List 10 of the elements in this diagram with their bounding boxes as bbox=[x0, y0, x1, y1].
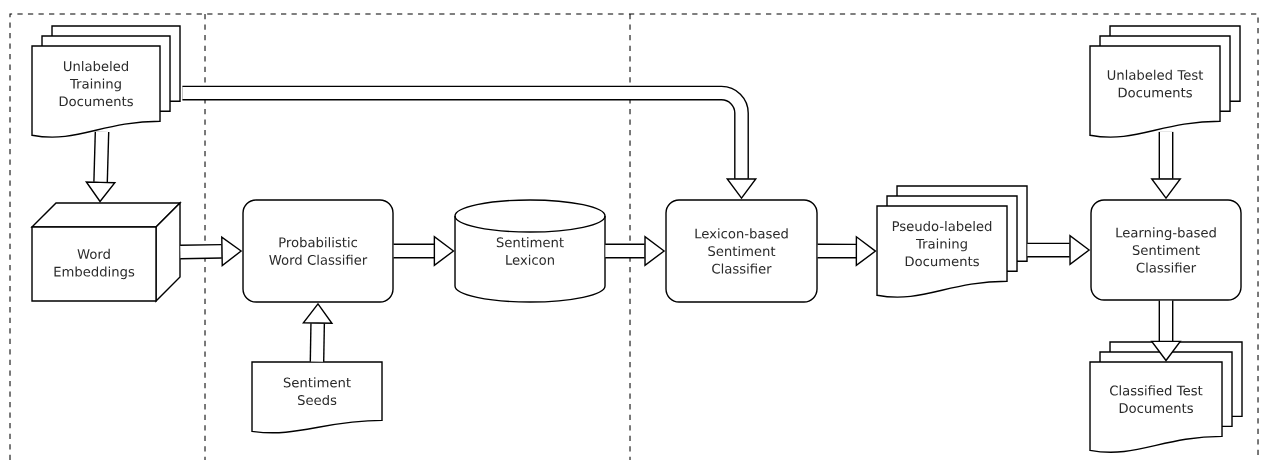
document-stack: Unlabeled Training Documents bbox=[31, 25, 181, 138]
node-label: Classified Test Documents bbox=[1110, 385, 1203, 414]
process-box: Learning-based Sentiment Classifier bbox=[1090, 199, 1242, 301]
document-stack: Classified Test Documents bbox=[1089, 341, 1243, 453]
process-box: Lexicon-based Sentiment Classifier bbox=[665, 199, 818, 303]
document-stack: Pseudo-labeled Training Documents bbox=[876, 185, 1028, 298]
database-cylinder: Sentiment Lexicon bbox=[454, 199, 606, 303]
document-stack: Unlabeled Test Documents bbox=[1089, 25, 1241, 138]
block-arrow bbox=[817, 235, 877, 267]
process-box: Probabilistic Word Classifier bbox=[242, 199, 394, 303]
